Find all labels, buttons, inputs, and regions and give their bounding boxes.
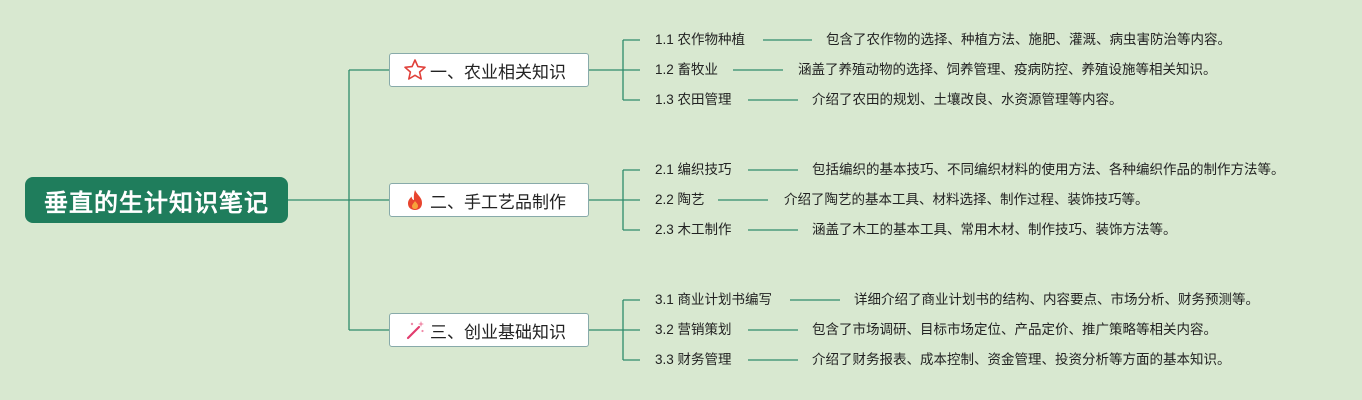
leaf-description: 包含了农作物的选择、种植方法、施肥、灌溉、病虫害防治等内容。	[826, 32, 1231, 47]
branch-label: 一、农业相关知识	[430, 62, 566, 82]
leaf-description: 详细介绍了商业计划书的结构、内容要点、市场分析、财务预测等。	[854, 292, 1259, 307]
leaf-description: 介绍了财务报表、成本控制、资金管理、投资分析等方面的基本知识。	[812, 352, 1231, 367]
leaf-description: 包含了市场调研、目标市场定位、产品定价、推广策略等相关内容。	[812, 322, 1217, 337]
root-title: 垂直的生计知识笔记	[44, 189, 269, 217]
branch-label: 三、创业基础知识	[430, 322, 566, 342]
leaf-description: 包括编织的基本技巧、不同编织材料的使用方法、各种编织作品的制作方法等。	[812, 162, 1285, 177]
branch-agriculture[interactable]: 一、农业相关知识	[389, 53, 589, 87]
star-outline-icon	[402, 57, 428, 83]
leaf-title[interactable]: 3.3 财务管理	[655, 352, 732, 367]
leaf-description: 涵盖了木工的基本工具、常用木材、制作技巧、装饰方法等。	[812, 222, 1177, 237]
leaf-description: 介绍了陶艺的基本工具、材料选择、制作过程、装饰技巧等。	[784, 192, 1149, 207]
leaf-title[interactable]: 3.2 营销策划	[655, 322, 732, 337]
branch-handicraft[interactable]: 二、手工艺品制作	[389, 183, 589, 217]
leaf-title[interactable]: 2.1 编织技巧	[655, 162, 732, 177]
leaf-title[interactable]: 1.2 畜牧业	[655, 62, 719, 77]
flame-icon	[402, 187, 428, 213]
leaf-title[interactable]: 1.3 农田管理	[655, 92, 732, 107]
leaf-title[interactable]: 1.1 农作物种植	[655, 32, 746, 47]
leaf-description: 涵盖了养殖动物的选择、饲养管理、疫病防控、养殖设施等相关知识。	[798, 62, 1217, 77]
leaf-description: 介绍了农田的规划、土壤改良、水资源管理等内容。	[812, 92, 1123, 107]
root-node[interactable]: 垂直的生计知识笔记	[25, 177, 288, 223]
leaf-title[interactable]: 3.1 商业计划书编写	[655, 292, 773, 307]
leaf-title[interactable]: 2.3 木工制作	[655, 222, 732, 237]
leaf-title[interactable]: 2.2 陶艺	[655, 192, 705, 207]
branch-label: 二、手工艺品制作	[430, 192, 566, 212]
magic-wand-icon	[402, 317, 428, 343]
branch-entrepreneurship[interactable]: 三、创业基础知识	[389, 313, 589, 347]
